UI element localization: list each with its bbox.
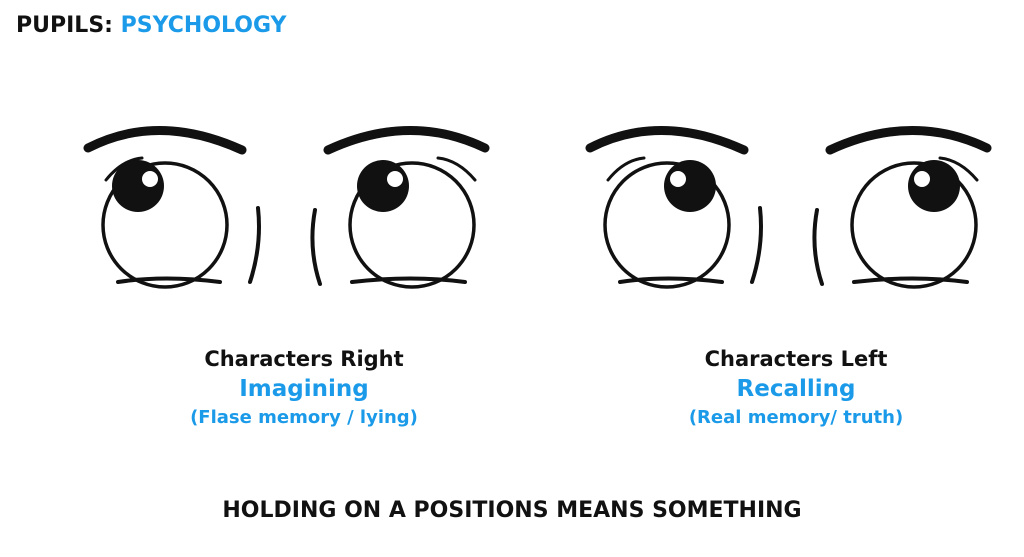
pupil [664, 160, 716, 212]
eyebrow [825, 126, 992, 155]
pupil [357, 160, 409, 212]
eye-left [83, 126, 261, 289]
eyelid-crease [104, 156, 144, 182]
eye-contour [248, 206, 261, 284]
eye-contour [310, 208, 322, 286]
caption-meaning: Imagining [239, 376, 369, 402]
eyebrow [323, 126, 490, 155]
lower-lash [350, 276, 467, 284]
caption-recalling: Characters Left Recalling (Real memory/ … [616, 344, 976, 432]
title-prefix: PUPILS: [16, 13, 113, 38]
eyelid-crease [606, 156, 646, 182]
caption-direction: Characters Left [704, 347, 888, 371]
eye-contour [750, 206, 763, 284]
caption-meaning: Recalling [736, 376, 856, 402]
eyes-imagining-illustration [83, 126, 490, 289]
title-accent: PSYCHOLOGY [120, 13, 287, 38]
eye-right [310, 126, 490, 289]
caption-detail: (Real memory/ truth) [688, 407, 904, 428]
lower-lash [116, 276, 222, 284]
eye-right [812, 126, 992, 289]
caption-detail: (Flase memory / lying) [190, 407, 418, 428]
slide-title: PUPILS: PSYCHOLOGY [16, 13, 286, 38]
eye-left [585, 126, 763, 289]
pupil [112, 160, 164, 212]
eyebrow [83, 126, 247, 155]
pupil-highlight [387, 171, 403, 187]
pupil-highlight [142, 171, 158, 187]
eyebrow [585, 126, 749, 155]
eyes-looking-left [582, 110, 1002, 310]
eyes-looking-right [80, 110, 500, 310]
lower-lash [618, 276, 724, 284]
caption-imagining: Characters Right Imagining (Flase memory… [124, 344, 484, 432]
caption-direction: Characters Right [204, 347, 404, 371]
footer-statement: HOLDING ON A POSITIONS MEANS SOMETHING [222, 498, 802, 523]
eye-contour [812, 208, 824, 286]
lower-lash [852, 276, 969, 284]
pupil-highlight [914, 171, 930, 187]
eyelid-crease [938, 156, 979, 182]
pupil [908, 160, 960, 212]
eyes-recalling-illustration [585, 126, 992, 289]
pupil-highlight [670, 171, 686, 187]
eyelid-crease [436, 156, 477, 182]
